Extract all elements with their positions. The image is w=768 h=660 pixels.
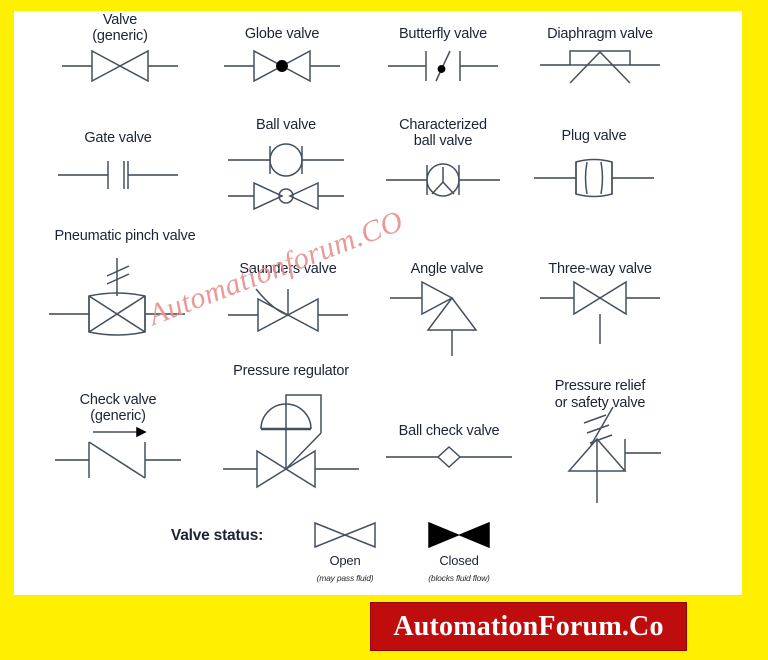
label-pressure-relief-valve-line2: or safety valve — [554, 395, 646, 411]
valve-symbol-diagram: Valve (generic) Globe valve Butterfly va… — [0, 12, 768, 583]
label-check-valve-line1: Check valve — [79, 392, 157, 408]
symbol-valve-status-open — [313, 520, 377, 550]
symbol-saunders-valve — [226, 275, 350, 345]
label-butterfly-valve: Butterfly valve — [398, 26, 488, 42]
symbol-pressure-regulator — [221, 385, 361, 495]
label-valve-status-heading: Valve status: — [170, 527, 264, 544]
symbol-plug-valve — [532, 156, 656, 200]
label-valve-status-open-note: (may pass fluid) — [316, 573, 374, 583]
label-characterized-ball-valve-line2: ball valve — [413, 133, 473, 149]
symbol-valve-status-closed — [427, 520, 491, 550]
label-valve-status-closed-note: (blocks fluid flow) — [428, 573, 490, 583]
label-valve-generic-line1: Valve — [102, 12, 138, 28]
label-pressure-regulator: Pressure regulator — [233, 363, 349, 379]
symbol-check-valve — [53, 424, 183, 486]
label-valve-status-open: Open — [329, 553, 361, 568]
label-gate-valve: Gate valve — [84, 130, 152, 146]
label-check-valve-line2: (generic) — [90, 408, 146, 424]
symbol-diaphragm-valve — [538, 43, 662, 89]
label-pneumatic-pinch-valve: Pneumatic pinch valve — [54, 228, 196, 244]
symbol-characterized-ball-valve — [384, 159, 502, 201]
symbol-ball-check-valve — [384, 442, 514, 472]
label-valve-generic-line2: (generic) — [92, 28, 148, 44]
label-diaphragm-valve: Diaphragm valve — [547, 26, 653, 42]
symbol-globe-valve — [222, 45, 342, 87]
label-three-way-valve: Three-way valve — [548, 261, 652, 277]
label-characterized-ball-valve-line1: Characterized — [399, 117, 487, 133]
symbol-valve-generic — [60, 45, 180, 87]
label-angle-valve: Angle valve — [410, 261, 484, 277]
label-saunders-valve: Saunders valve — [239, 261, 337, 277]
footer-brand-banner: AutomationForum.Co — [370, 602, 687, 651]
symbol-gate-valve — [56, 157, 180, 193]
brand-text: AutomationForum.Co — [393, 610, 664, 642]
symbol-three-way-valve — [538, 274, 662, 346]
symbol-angle-valve — [388, 272, 506, 358]
label-valve-status-closed: Closed — [439, 553, 479, 568]
symbol-ball-valve-circle — [226, 140, 346, 180]
label-globe-valve: Globe valve — [244, 26, 320, 42]
label-plug-valve: Plug valve — [561, 128, 627, 144]
symbol-butterfly-valve — [386, 45, 500, 87]
symbol-pneumatic-pinch-valve — [47, 254, 187, 350]
label-ball-check-valve: Ball check valve — [398, 423, 500, 439]
label-pressure-relief-valve-line1: Pressure relief — [554, 378, 646, 394]
symbol-ball-valve-bowtie — [226, 178, 346, 214]
label-ball-valve: Ball valve — [255, 117, 317, 133]
symbol-pressure-relief-valve — [553, 401, 663, 505]
